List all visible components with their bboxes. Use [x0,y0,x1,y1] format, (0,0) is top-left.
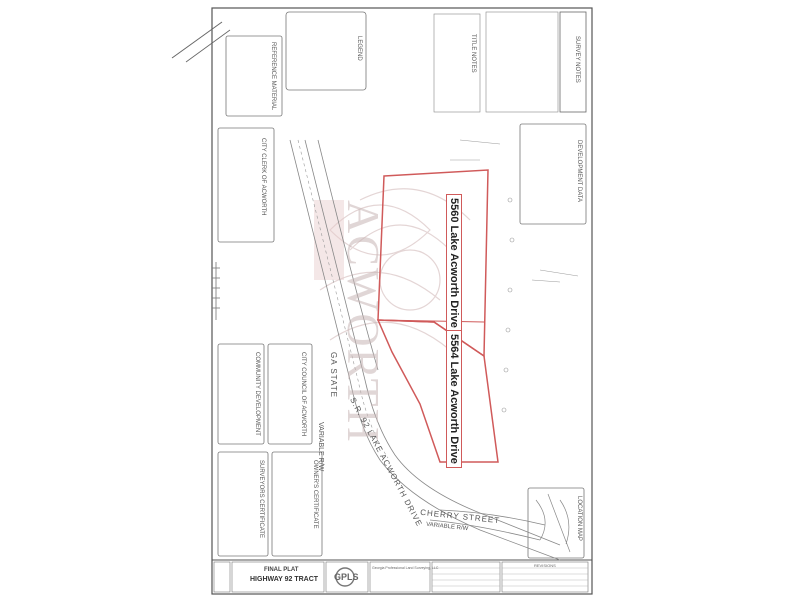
tract-name: HIGHWAY 92 TRACT [250,576,319,583]
reference-material-heading: REFERENCE MATERIAL [270,42,276,111]
community-development-heading: COMMUNITY DEVELOPMENT [254,352,260,436]
address-label-5564: 5564 Lake Acworth Drive [446,330,462,468]
title-notes-heading: TITLE NOTES [470,34,476,73]
city-council-heading: CITY COUNCIL OF ACWORTH [300,352,306,437]
development-data-heading: DEVELOPMENT DATA [576,140,582,203]
survey-notes-heading: SURVEY NOTES [574,36,580,83]
gpls-logo: GPLS [334,572,359,582]
ga-state-road-label: GA STATE [329,352,338,398]
surveyors-certificate-heading: SURVEYORS CERTIFICATE [258,460,264,539]
city-clerk-heading: CITY CLERK OF ACWORTH [260,138,266,216]
watermark-text: ACWORTH [338,200,389,444]
legend-heading: LEGEND [356,36,362,61]
address-label-5560: 5560 Lake Acworth Drive [446,194,462,332]
final-plat-title: FINAL PLAT [264,567,299,573]
revisions-header: REVISIONS [534,563,556,568]
firm-name: Georgia Professional Land Surveying, LLC [372,566,439,570]
location-map-heading: LOCATION MAP [576,496,582,541]
variable-row-label-1: VARIABLE R/W [317,422,324,472]
